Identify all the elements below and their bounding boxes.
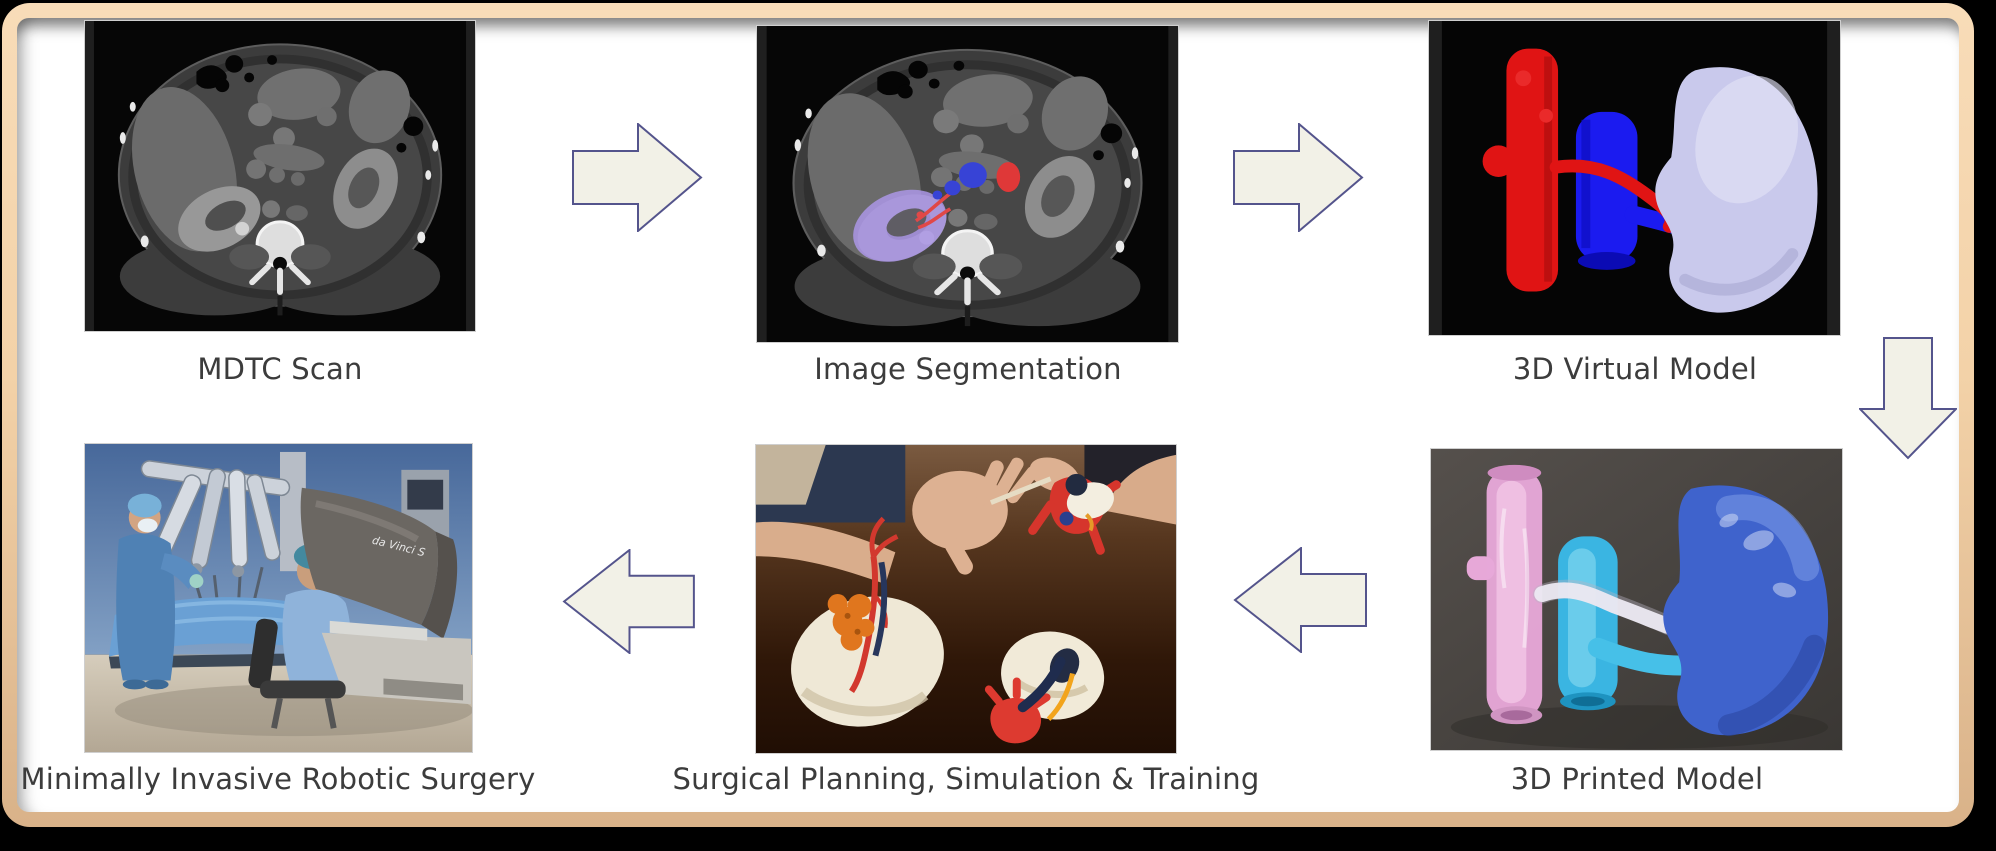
figure-canvas: MDTC Scan Image Segmentation 3D Virtual … [17, 18, 1959, 812]
virtual-model-drawing [1429, 21, 1840, 335]
arrow-down-icon [1859, 337, 1957, 460]
virtual-model-caption: 3D Virtual Model [1512, 352, 1758, 386]
robotic-surgery-image: da Vinci S [84, 443, 473, 753]
printed-model-caption: 3D Printed Model [1510, 762, 1764, 796]
surgical-planning-drawing [756, 445, 1176, 753]
mdtc-scan-image [84, 20, 476, 332]
printed-model-drawing [1431, 449, 1842, 750]
image-segmentation-image [756, 25, 1179, 343]
arrow-right-icon [1233, 123, 1364, 232]
virtual-model-image [1428, 20, 1841, 336]
ct-segmented-drawing [757, 26, 1178, 342]
mdtc-scan-caption: MDTC Scan [197, 352, 363, 386]
surgical-planning-caption: Surgical Planning, Simulation & Training [672, 762, 1260, 796]
figure-frame: MDTC Scan Image Segmentation 3D Virtual … [2, 3, 1974, 827]
robotic-surgery-drawing: da Vinci S [85, 444, 472, 752]
printed-model-image [1430, 448, 1843, 751]
ct-scan-drawing [85, 21, 475, 331]
arrow-left-icon [562, 549, 695, 654]
surgical-planning-image [755, 444, 1177, 754]
arrow-left-icon [1233, 547, 1367, 653]
robotic-surgery-caption: Minimally Invasive Robotic Surgery [20, 762, 536, 796]
arrow-right-icon [572, 123, 703, 232]
image-segmentation-caption: Image Segmentation [814, 352, 1122, 386]
